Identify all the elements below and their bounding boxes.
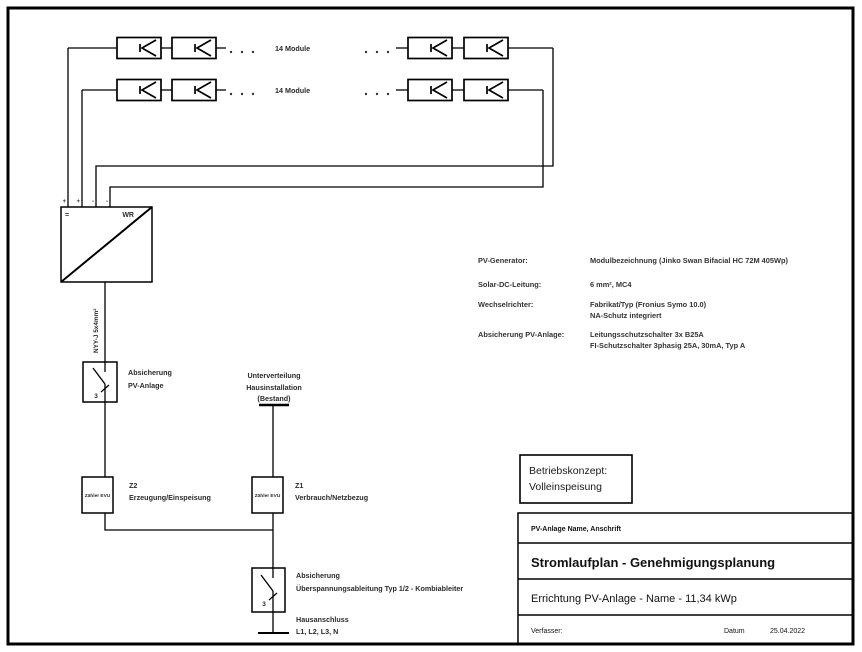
title-block-date-value: 25.04.2022 <box>770 628 805 635</box>
breaker-surge-poles: 3 <box>262 601 266 608</box>
operating-concept-line1: Betriebskonzept: <box>529 465 607 477</box>
spec-fuse-value1: Leitungsschutzschalter 3x B25A <box>590 330 704 339</box>
pv-module-symbol <box>116 78 162 102</box>
meter-z2-symbol: Zähler EVU <box>81 476 114 514</box>
meter-z1-desc: Verbrauch/Netzbezug <box>295 493 368 502</box>
spec-pv-generator-label: PV-Generator: <box>478 256 528 265</box>
operating-concept-line2: Volleinspeisung <box>529 481 602 493</box>
pv-module-symbol <box>171 36 217 60</box>
breaker-surge-label1: Absicherung <box>296 571 340 580</box>
breaker-pv-label1: Absicherung <box>128 368 172 377</box>
operating-concept-box: Betriebskonzept: Volleinspeisung <box>519 454 633 504</box>
spec-fuse-label: Absicherung PV-Anlage: <box>478 330 564 339</box>
spec-inverter-label: Wechselrichter: <box>478 300 533 309</box>
string1-count-label: 14 Module <box>275 44 310 53</box>
meter-z2-box-label: Zähler EVU <box>85 493 111 499</box>
breaker-pv-poles: 3 <box>94 393 98 400</box>
inverter-label: WR <box>122 212 134 219</box>
pv-module-symbol <box>171 78 217 102</box>
breaker-pv-symbol: 3 <box>82 361 118 403</box>
inverter-terminal-labels: + + - - <box>62 199 108 205</box>
dc-wiring <box>67 48 554 207</box>
subdistribution-line2: Hausinstallation <box>246 383 302 392</box>
spec-inverter-value1: Fabrikat/Typ (Fronius Symo 10.0) <box>590 300 707 309</box>
spec-dc-cable-label: Solar-DC-Leitung: <box>478 280 541 289</box>
title-block: PV-Anlage Name, Anschrift Stromlaufplan … <box>517 512 854 645</box>
title-block-date-label: Datum <box>724 628 745 635</box>
pv-module-symbol <box>407 36 453 60</box>
terminal-minus1: - <box>92 199 94 205</box>
spec-inverter-value2: NA-Schutz integriert <box>590 311 662 320</box>
inverter-dc-symbol: = <box>65 212 69 219</box>
pv-module-symbol <box>463 78 509 102</box>
meter-z1-id: Z1 <box>295 481 303 490</box>
pv-module-symbol <box>463 36 509 60</box>
title-block-title: Stromlaufplan - Genehmigungsplanung <box>531 555 775 570</box>
ellipsis-dots <box>229 92 390 96</box>
ac-cable-label: NYY-J 5x4mm² <box>93 309 100 353</box>
pv-module-symbol <box>407 78 453 102</box>
breaker-surge-label2: Überspannungsableitung Typ 1/2 - Kombiab… <box>296 584 463 593</box>
breaker-pv-label2: PV-Anlage <box>128 381 164 390</box>
pv-string-row2: 14 Module <box>82 78 543 102</box>
terminal-plus2: + <box>76 199 80 205</box>
meter-z2-desc: Erzeugung/Einspeisung <box>129 493 211 502</box>
house-connection-label1: Hausanschluss <box>296 615 349 624</box>
house-connection-label2: L1, L2, L3, N <box>296 627 338 636</box>
title-block-subtitle: Errichtung PV-Anlage - Name - 11,34 kWp <box>531 593 737 605</box>
spec-dc-cable-value: 6 mm², MC4 <box>590 280 632 289</box>
page-border <box>6 6 855 646</box>
subdistribution: Unterverteilung Hausinstallation (Bestan… <box>246 371 302 407</box>
spec-pv-generator-value: Modulbezeichnung (Jinko Swan Bifacial HC… <box>590 256 788 265</box>
inverter-symbol: = WR <box>60 206 153 283</box>
title-block-owner: PV-Anlage Name, Anschrift <box>531 526 622 533</box>
subdistribution-line1: Unterverteilung <box>247 371 300 380</box>
meter-z1-box-label: Zähler EVU <box>255 493 281 499</box>
meter-joining-wires <box>104 513 274 568</box>
title-block-author-label: Verfasser: <box>531 628 563 635</box>
pv-string-row1: 14 Module <box>68 36 553 60</box>
meter-z2-id: Z2 <box>129 481 137 490</box>
pv-module-symbol <box>116 36 162 60</box>
spec-fuse-value2: FI-Schutzschalter 3phasig 25A, 30mA, Typ… <box>590 341 746 350</box>
ellipsis-dots <box>229 50 390 54</box>
spec-block: PV-Generator: Modulbezeichnung (Jinko Sw… <box>478 256 788 350</box>
terminal-plus1: + <box>62 199 66 205</box>
meter-z1-symbol: Zähler EVU <box>251 476 284 514</box>
string2-count-label: 14 Module <box>275 86 310 95</box>
breaker-surge-symbol: 3 <box>251 567 286 613</box>
terminal-minus2: - <box>106 199 108 205</box>
subdistribution-line3: (Bestand) <box>257 394 291 403</box>
